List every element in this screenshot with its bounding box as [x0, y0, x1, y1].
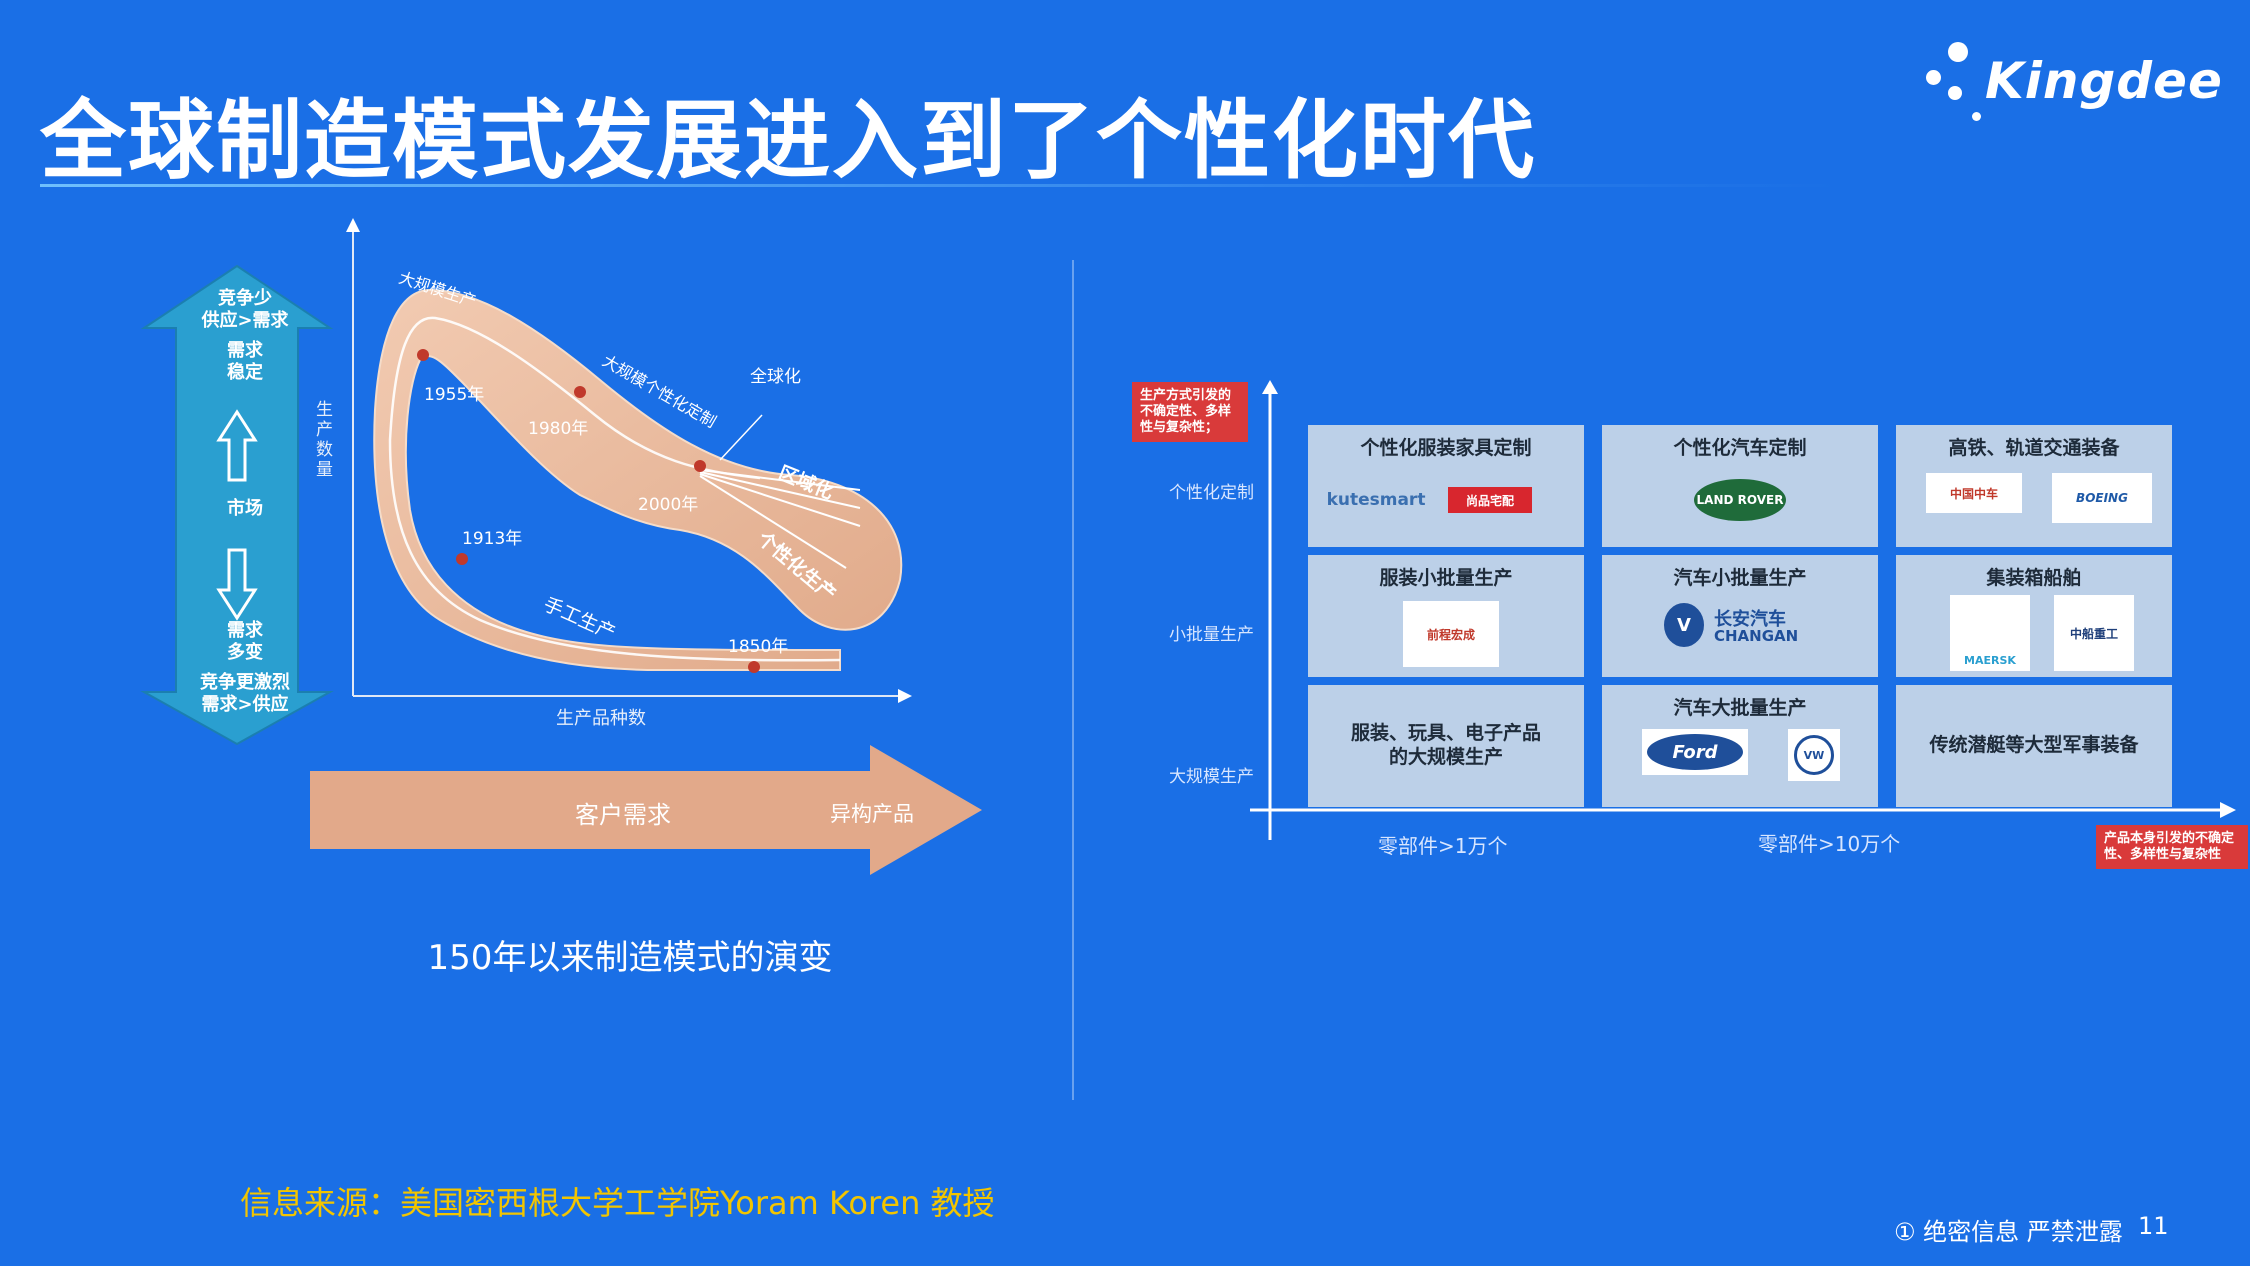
year-2000: 2000年 [638, 495, 699, 515]
vw-logo: VW [1788, 729, 1840, 781]
x-label-10k-parts: 零部件>1万个 [1378, 834, 1508, 858]
branch-arrow [699, 475, 847, 569]
market-bottom-label-1: 需求 [227, 620, 263, 641]
logo-text: Kingdee [1985, 52, 2223, 110]
market-bottom-label-3: 竞争更激烈 [200, 672, 290, 693]
year-1980: 1980年 [528, 419, 589, 439]
diagram-caption: 150年以来制造模式的演变 [427, 938, 833, 978]
matrix-cell: 高铁、轨道交通装备 中国中车 BOEING [1896, 425, 2172, 547]
logo-dot [1948, 86, 1962, 100]
year-dot-1955 [417, 349, 429, 361]
cell-title: 个性化服装家具定制 [1360, 437, 1532, 459]
y-axis-arrowhead [346, 218, 360, 232]
manufacturing-matrix: 个性化服装家具定制 kutesmart 尚品宅配 个性化汽车定制 LAND RO… [1300, 425, 2172, 810]
cell-text-1: 传统潜艇等大型军事装备 [1929, 734, 2139, 756]
changan-logo-cn: 长安汽车 [1714, 609, 1786, 630]
matrix-cell: 传统潜艇等大型军事装备 [1896, 685, 2172, 807]
logo-dot [1972, 112, 1981, 121]
land-rover-logo: LAND ROVER [1694, 479, 1786, 521]
crrc-logo: 中国中车 [1926, 473, 2022, 513]
maersk-logo: MAERSK [1950, 595, 2030, 671]
flow-left-label: 客户需求 [575, 801, 671, 829]
x-axis-arrowhead [898, 689, 912, 703]
kingdee-logo: Kingdee [1920, 40, 2222, 130]
vertical-divider [1072, 260, 1074, 1100]
matrix-cell: 汽车小批量生产 V 长安汽车 CHANGAN [1602, 555, 1878, 677]
up-arrow-icon [216, 409, 258, 482]
matrix-cell: 集装箱船舶 MAERSK 中船重工 [1896, 555, 2172, 677]
market-middle-label: 市场 [227, 498, 263, 519]
customer-demand-arrow [310, 745, 982, 875]
garment-logo: 前程宏成 [1403, 601, 1499, 667]
cell-text-2: 的大规模生产 [1388, 746, 1503, 768]
cell-title: 高铁、轨道交通装备 [1948, 437, 2120, 459]
title-underline [40, 184, 1840, 187]
changan-logo-en: CHANGAN [1714, 627, 1799, 645]
ford-logo-text: Ford [1647, 734, 1743, 770]
matrix-cell: 服装小批量生产 前程宏成 [1308, 555, 1584, 677]
shangpin-logo: 尚品宅配 [1448, 487, 1532, 513]
csic-logo: 中船重工 [2054, 595, 2134, 671]
cell-title: 汽车大批量生产 [1673, 697, 1807, 719]
cell-title: 服装小批量生产 [1379, 567, 1513, 589]
page-number: 11 [2138, 1212, 2169, 1240]
row-label-mass: 大规模生产 [1169, 767, 1254, 787]
matrix-axes [1250, 380, 2236, 840]
market-top-label-3: 需求 [227, 340, 263, 361]
cell-text-1: 服装、玩具、电子产品 [1350, 722, 1541, 744]
branch-arrow [699, 469, 861, 491]
branch-arrow [699, 471, 861, 509]
row-label-small-batch: 小批量生产 [1169, 625, 1254, 645]
ford-logo: Ford [1642, 729, 1748, 775]
branch-arrow [699, 473, 861, 527]
market-bottom-label-2: 多变 [227, 642, 263, 663]
x-axis-label: 生产品种数 [556, 708, 646, 729]
year-dot-1850 [748, 661, 760, 673]
kutesmart-logo: kutesmart [1326, 490, 1426, 510]
matrix-cell: 个性化服装家具定制 kutesmart 尚品宅配 [1308, 425, 1584, 547]
vw-logo-text: VW [1794, 735, 1834, 775]
down-arrow-icon [216, 548, 258, 621]
matrix-cell: 汽车大批量生产 Ford VW [1602, 685, 1878, 807]
y-axis-label: 生产数量 [316, 400, 333, 480]
market-top-label-2: 供应>需求 [201, 310, 289, 331]
matrix-cell: 个性化汽车定制 LAND ROVER [1602, 425, 1878, 547]
note-right: 产品本身引发的不确定性、多样性与复杂性 [2096, 825, 2248, 869]
market-top-label-4: 稳定 [227, 362, 263, 383]
market-bottom-label-4: 需求>供应 [201, 694, 289, 715]
cell-title: 汽车小批量生产 [1673, 567, 1807, 589]
market-double-arrow [140, 264, 334, 746]
year-1913: 1913年 [462, 529, 523, 549]
annotation-global: 全球化 [750, 367, 801, 387]
x-label-100k-parts: 零部件>10万个 [1758, 832, 1901, 856]
evolution-curve-band [373, 288, 903, 671]
evolution-curve-line [388, 316, 841, 662]
year-dot-1913 [456, 553, 468, 565]
row-label-custom: 个性化定制 [1169, 483, 1254, 503]
manufacturing-evolution-diagram [140, 218, 912, 746]
logo-dot [1948, 42, 1968, 62]
logo-dot [1926, 70, 1941, 85]
year-dot-1980 [574, 386, 586, 398]
changan-emblem-icon: V [1664, 603, 1704, 647]
boeing-logo: BOEING [2052, 473, 2152, 523]
year-1955: 1955年 [424, 385, 485, 405]
note-top: 生产方式引发的不确定性、多样性与复杂性； [1132, 382, 1248, 442]
matrix-cell: 服装、玩具、电子产品 的大规模生产 [1308, 685, 1584, 807]
year-1850: 1850年 [728, 637, 789, 657]
cell-title: 个性化汽车定制 [1673, 437, 1807, 459]
market-top-label-1: 竞争少 [218, 288, 272, 309]
confidential-notice: ① 绝密信息 严禁泄露 [1894, 1218, 2123, 1246]
year-dot-2000 [694, 460, 706, 472]
global-pointer-line [719, 414, 763, 461]
cell-title: 集装箱船舶 [1986, 567, 2082, 589]
source-note: 信息来源：美国密西根大学工学院Yoram Koren 教授 [240, 1184, 995, 1222]
flow-right-label: 异构产品 [830, 802, 914, 826]
page-title: 全球制造模式发展进入到了个性化时代 [40, 91, 1536, 191]
